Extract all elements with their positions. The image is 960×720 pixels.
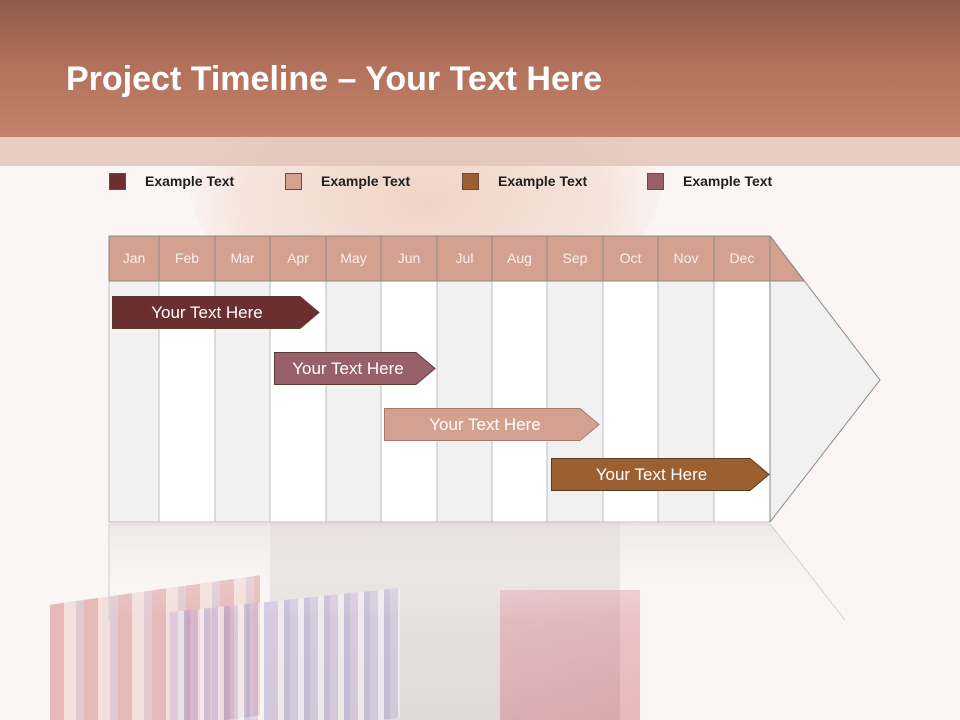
legend-item: Example Text xyxy=(285,171,410,191)
legend-label: Example Text xyxy=(498,173,588,189)
legend-swatch xyxy=(109,172,126,190)
task-arrow[interactable]: Your Text Here xyxy=(274,352,436,385)
legend-swatch xyxy=(285,172,302,190)
legend-item: Example Text xyxy=(462,171,587,191)
legend-label: Example Text xyxy=(683,173,773,189)
task-label: Your Text Here xyxy=(429,415,541,434)
task-arrow[interactable]: Your Text Here xyxy=(112,296,320,329)
task-arrow-shape xyxy=(274,352,436,385)
task-arrow[interactable]: Your Text Here xyxy=(551,458,770,491)
slide-header: Project Timeline – Your Text Here xyxy=(0,0,960,137)
legend-item: Example Text xyxy=(647,171,772,191)
background-bag-pink xyxy=(500,590,640,720)
slide-title-bold: Project Timeline xyxy=(66,60,329,98)
slide-title-rest: – Your Text Here xyxy=(328,60,603,98)
task-label: Your Text Here xyxy=(292,359,404,378)
background-bag-striped xyxy=(170,587,400,720)
slide-title: Project Timeline – Your Text Here xyxy=(66,60,602,99)
legend-swatch xyxy=(647,172,664,190)
task-arrow-shape xyxy=(551,458,770,491)
legend-label: Example Text xyxy=(145,173,235,189)
task-label: Your Text Here xyxy=(595,465,708,484)
legend-label: Example Text xyxy=(321,173,411,189)
legend-item: Example Text xyxy=(109,171,234,191)
header-band xyxy=(0,137,960,166)
task-arrow-shape xyxy=(384,408,600,441)
task-arrow-shape xyxy=(112,296,320,329)
task-label: Your Text Here xyxy=(151,303,263,322)
task-arrow[interactable]: Your Text Here xyxy=(384,408,600,441)
legend-swatch xyxy=(462,172,479,190)
